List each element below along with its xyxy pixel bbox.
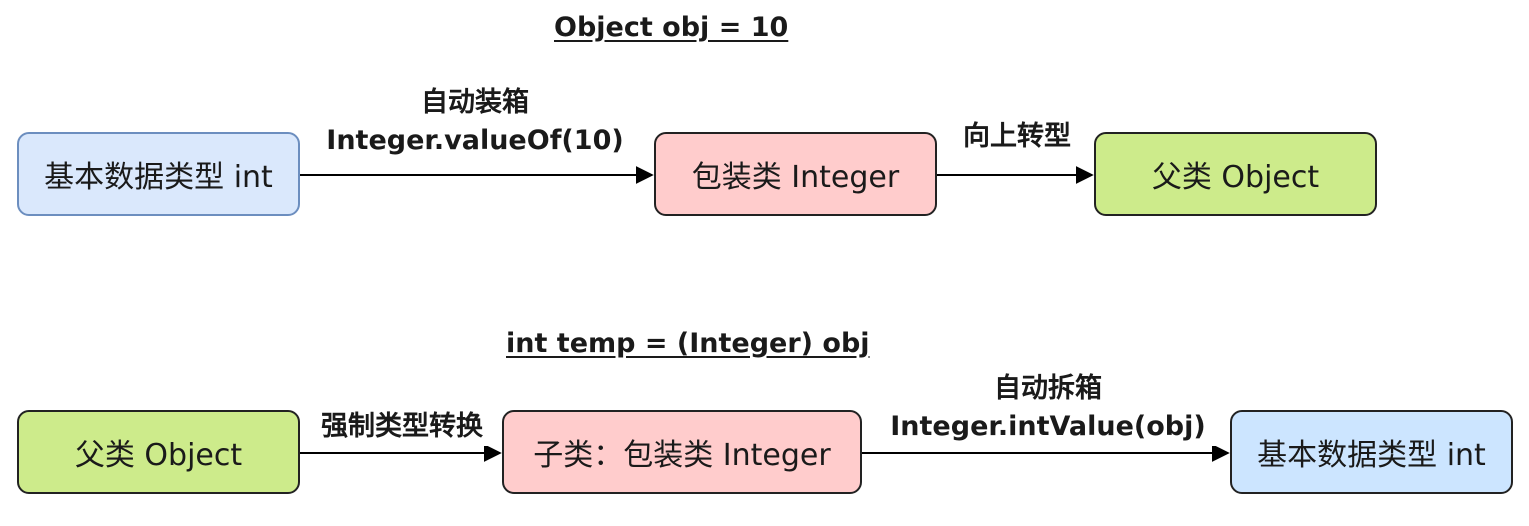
- row2-title: int temp = (Integer) obj: [506, 328, 870, 359]
- edge-label-line: Integer.intValue(obj): [890, 411, 1206, 442]
- edge-label-line: 强制类型转换: [321, 411, 483, 442]
- edge-label-line: 自动装箱: [421, 87, 529, 118]
- edge-label-line: Integer.valueOf(10): [326, 125, 624, 156]
- row1-title: Object obj = 10: [554, 12, 789, 43]
- box-label: 包装类 Integer: [691, 160, 900, 195]
- box-child-integer: 子类：包装类 Integer: [502, 410, 862, 494]
- box-primitive-int-2: 基本数据类型 int: [1230, 410, 1513, 494]
- box-label: 父类 Object: [74, 438, 243, 473]
- edge-label-unboxing: 自动拆箱 Integer.intValue(obj): [876, 370, 1220, 446]
- box-primitive-int: 基本数据类型 int: [17, 132, 300, 216]
- box-label: 子类：包装类 Integer: [533, 438, 831, 473]
- edge-label-downcast: 强制类型转换: [302, 408, 502, 446]
- box-wrapper-integer: 包装类 Integer: [654, 132, 937, 216]
- edge-label-upcast: 向上转型: [950, 118, 1084, 156]
- edge-label-line: 向上转型: [963, 121, 1071, 152]
- box-label: 基本数据类型 int: [1257, 438, 1486, 473]
- edge-label-line: 自动拆箱: [994, 373, 1102, 404]
- box-label: 父类 Object: [1151, 160, 1320, 195]
- box-label: 基本数据类型 int: [44, 160, 273, 195]
- box-parent-object-2: 父类 Object: [17, 410, 300, 494]
- edge-label-boxing: 自动装箱 Integer.valueOf(10): [316, 84, 634, 160]
- box-parent-object: 父类 Object: [1094, 132, 1377, 216]
